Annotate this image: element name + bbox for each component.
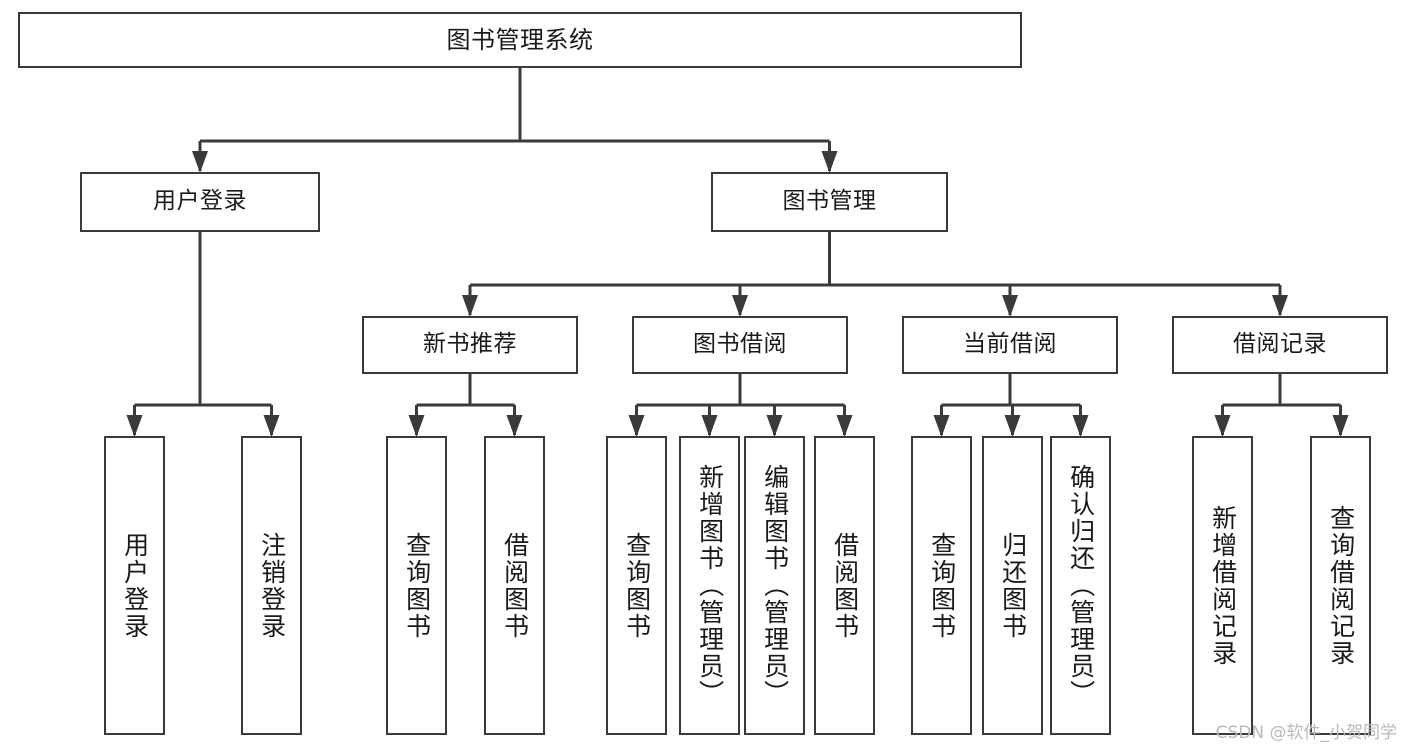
- node-leaf-8[interactable]: 借阅图书: [814, 436, 875, 735]
- node-label: 图书管理: [782, 188, 877, 215]
- node-leaf-7[interactable]: 编辑图书（管理员）: [744, 436, 805, 735]
- node-newbook[interactable]: 新书推荐: [362, 316, 578, 374]
- node-label: 新书推荐: [423, 331, 517, 358]
- node-label: 当前借阅: [963, 331, 1057, 358]
- node-label: 确认归还（管理员）: [1066, 464, 1096, 707]
- node-bookmgmt[interactable]: 图书管理: [711, 172, 948, 232]
- node-label: 查询图书: [927, 531, 957, 640]
- node-leaf-3[interactable]: 查询图书: [386, 436, 447, 735]
- node-leaf-9[interactable]: 查询图书: [911, 436, 972, 735]
- node-label: 编辑图书（管理员）: [760, 464, 790, 707]
- node-label: 用户登录: [120, 531, 150, 640]
- node-root[interactable]: 图书管理系统: [18, 12, 1022, 68]
- node-leaf-10[interactable]: 归还图书: [982, 436, 1043, 735]
- node-label: 图书管理系统: [446, 25, 594, 54]
- node-label: 用户登录: [153, 188, 247, 215]
- node-borrow[interactable]: 图书借阅: [632, 316, 848, 374]
- watermark-text: CSDN @软件_小贺同学: [1215, 723, 1397, 743]
- node-leaf-11[interactable]: 确认归还（管理员）: [1050, 436, 1111, 735]
- node-label: 查询图书: [402, 531, 432, 640]
- node-label: 查询图书: [622, 531, 652, 640]
- node-leaf-5[interactable]: 查询图书: [606, 436, 667, 735]
- node-label: 新增图书（管理员）: [695, 464, 725, 707]
- node-label: 借阅图书: [500, 531, 530, 640]
- node-label: 借阅图书: [830, 531, 860, 640]
- node-login[interactable]: 用户登录: [80, 172, 320, 232]
- node-label: 查询借阅记录: [1326, 504, 1356, 667]
- node-records[interactable]: 借阅记录: [1172, 316, 1388, 374]
- node-leaf-13[interactable]: 查询借阅记录: [1310, 436, 1371, 735]
- node-label: 新增借阅记录: [1208, 504, 1238, 667]
- node-leaf-12[interactable]: 新增借阅记录: [1192, 436, 1253, 735]
- node-leaf-4[interactable]: 借阅图书: [484, 436, 545, 735]
- node-current[interactable]: 当前借阅: [902, 316, 1118, 374]
- node-label: 归还图书: [998, 531, 1028, 640]
- node-label: 图书借阅: [693, 331, 787, 358]
- node-label: 借阅记录: [1233, 331, 1327, 358]
- node-leaf-2[interactable]: 注销登录: [241, 436, 302, 735]
- node-leaf-6[interactable]: 新增图书（管理员）: [679, 436, 740, 735]
- node-leaf-1[interactable]: 用户登录: [104, 436, 165, 735]
- node-label: 注销登录: [257, 531, 287, 640]
